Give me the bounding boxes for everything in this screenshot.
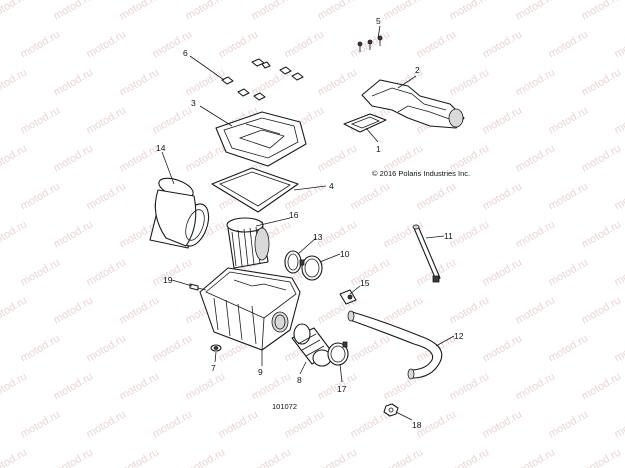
part-airbox-base [199,267,301,351]
callout-1: 1 [376,144,381,154]
callout-13: 13 [313,232,323,242]
callout-8: 8 [297,375,302,385]
callout-18: 18 [412,420,422,430]
part-duct-seal [343,113,387,133]
callout-4: 4 [329,181,334,191]
callout-9: 9 [258,367,263,377]
part-air-filter [226,217,270,269]
callout-17: 17 [337,384,347,394]
part-grommet [210,344,222,352]
part-intake-duct [361,79,465,129]
part-breather-fitting [339,289,357,305]
part-clamp [299,255,323,281]
part-breather-hose [347,310,443,380]
part-bolt [189,283,207,291]
part-cover-gasket [211,167,299,213]
callout-2: 2 [415,65,420,75]
part-screws [357,35,383,52]
callout-16: 16 [289,210,299,220]
part-nut [383,403,399,417]
part-drain-tube [412,224,441,283]
callout-12: 12 [454,331,464,341]
callout-14: 14 [156,143,166,153]
part-pre-filter [149,177,210,249]
callout-7: 7 [211,363,216,373]
callout-10: 10 [340,249,350,259]
callout-labels: 1 2 3 4 5 6 7 8 9 10 11 12 13 14 15 16 1… [156,16,464,430]
part-airbox-cover [215,111,307,167]
callout-15: 15 [360,278,370,288]
copyright-notice: © 2016 Polaris Industries Inc. [372,169,470,178]
callout-3: 3 [191,98,196,108]
callout-19: 19 [163,275,173,285]
part-coupler [284,250,302,274]
part-outlet-boot [291,323,333,367]
document-number: 101072 [272,402,297,411]
part-outlet-clamp [327,341,349,366]
callout-11: 11 [444,231,453,241]
leader-lines [161,25,455,421]
callout-5: 5 [376,16,381,26]
part-clips [221,58,304,101]
callout-6: 6 [183,48,188,58]
